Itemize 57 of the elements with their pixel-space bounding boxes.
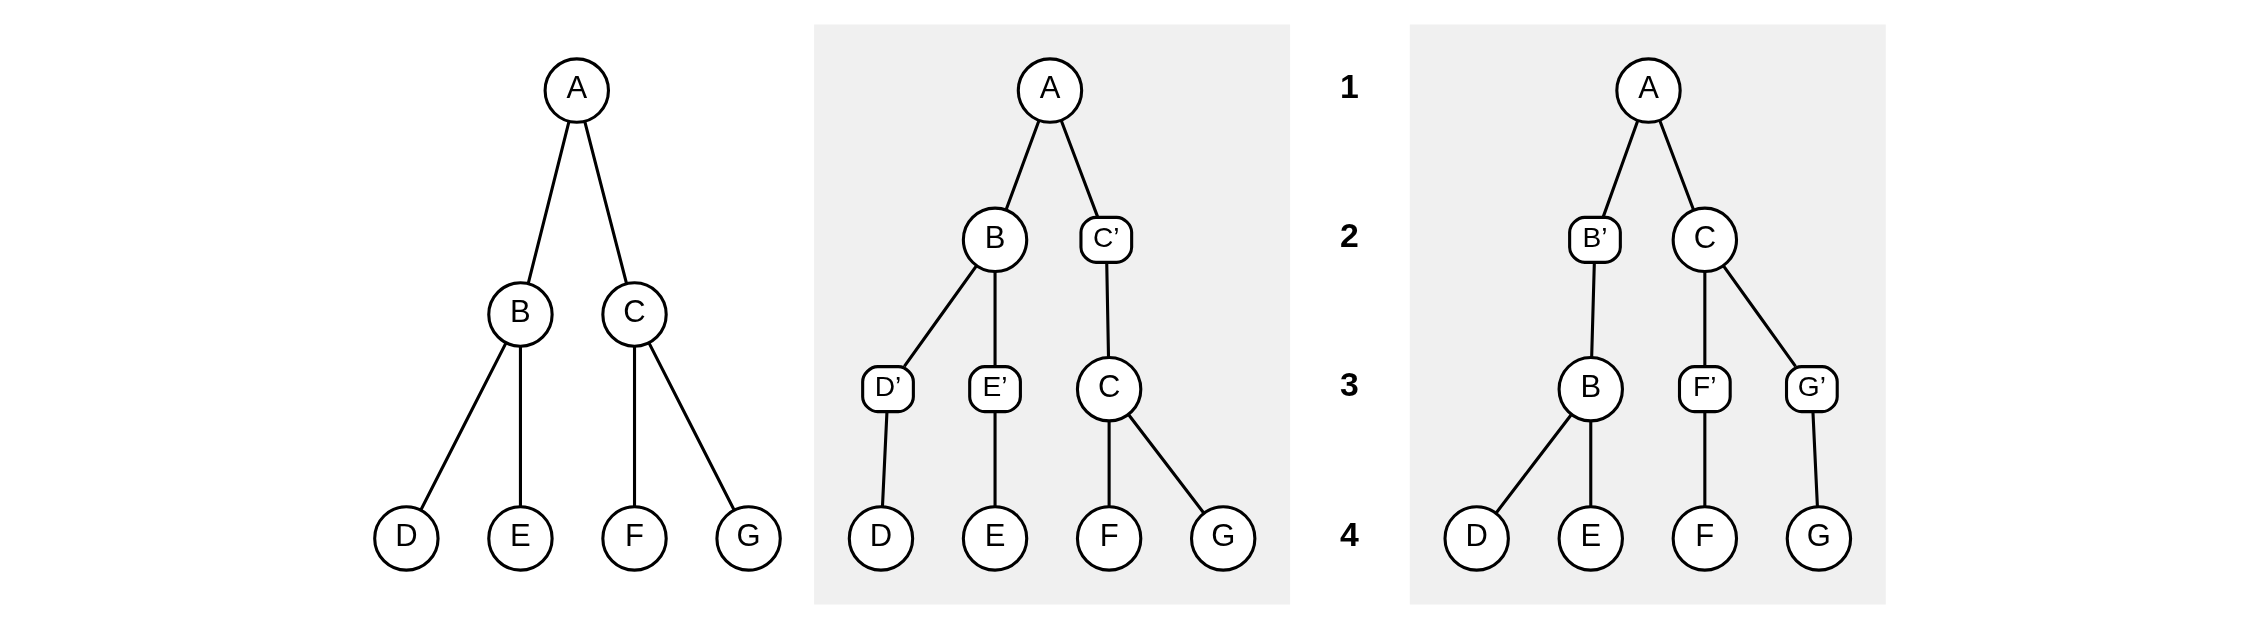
node-circle: F bbox=[1671, 505, 1738, 572]
connector bbox=[993, 411, 997, 507]
cluster bbox=[813, 24, 1290, 605]
node-circle: A bbox=[543, 57, 610, 124]
connector bbox=[993, 271, 997, 367]
label: 1 bbox=[1339, 66, 1359, 105]
label: 3 bbox=[1339, 365, 1359, 404]
connector bbox=[902, 264, 978, 368]
node-circle: E bbox=[1557, 505, 1624, 572]
node-circle: E bbox=[486, 505, 554, 572]
node-circle: D bbox=[1442, 505, 1510, 572]
connector bbox=[1721, 264, 1797, 368]
node-circle: G bbox=[1189, 505, 1256, 572]
node-box: B’ bbox=[1567, 215, 1622, 264]
node-circle: F bbox=[1075, 505, 1142, 572]
connector bbox=[632, 346, 636, 507]
node-box: E’ bbox=[967, 365, 1022, 414]
connector bbox=[1104, 262, 1110, 358]
connector bbox=[1702, 411, 1706, 507]
node-box: F’ bbox=[1677, 365, 1732, 414]
node-circle: E bbox=[961, 505, 1028, 572]
connector bbox=[1810, 411, 1819, 507]
node-circle: A bbox=[1016, 57, 1083, 124]
connector bbox=[1657, 119, 1695, 211]
node-box: D’ bbox=[860, 365, 915, 414]
connector bbox=[1589, 262, 1596, 358]
connector bbox=[1601, 119, 1639, 218]
node-box: C’ bbox=[1078, 215, 1133, 264]
node-circle: C bbox=[600, 281, 668, 348]
connector bbox=[1702, 271, 1706, 367]
connector bbox=[1126, 413, 1205, 514]
connector bbox=[647, 342, 735, 511]
node-circle: G bbox=[1785, 505, 1852, 572]
node-circle: F bbox=[600, 505, 668, 572]
node-circle: A bbox=[1614, 57, 1682, 124]
connector bbox=[582, 121, 628, 284]
node-circle: B bbox=[961, 206, 1028, 274]
node-circle: G bbox=[714, 505, 782, 572]
node-circle: C bbox=[1671, 206, 1738, 274]
connector bbox=[518, 346, 522, 507]
label: 2 bbox=[1339, 216, 1359, 255]
connector bbox=[1059, 119, 1099, 218]
connector bbox=[1004, 119, 1040, 211]
node-circle: C bbox=[1075, 355, 1142, 423]
cluster bbox=[1409, 24, 1886, 605]
connector bbox=[1588, 421, 1592, 507]
label: 4 bbox=[1339, 514, 1359, 553]
node-circle: D bbox=[372, 505, 440, 572]
node-circle: D bbox=[847, 505, 914, 572]
node-circle: B bbox=[486, 281, 554, 348]
node-circle: B bbox=[1557, 355, 1624, 423]
connector bbox=[880, 411, 888, 507]
connector bbox=[419, 342, 507, 511]
connector bbox=[526, 121, 570, 284]
connector bbox=[1494, 413, 1573, 514]
node-box: G’ bbox=[1784, 365, 1839, 414]
connector bbox=[1107, 421, 1111, 507]
